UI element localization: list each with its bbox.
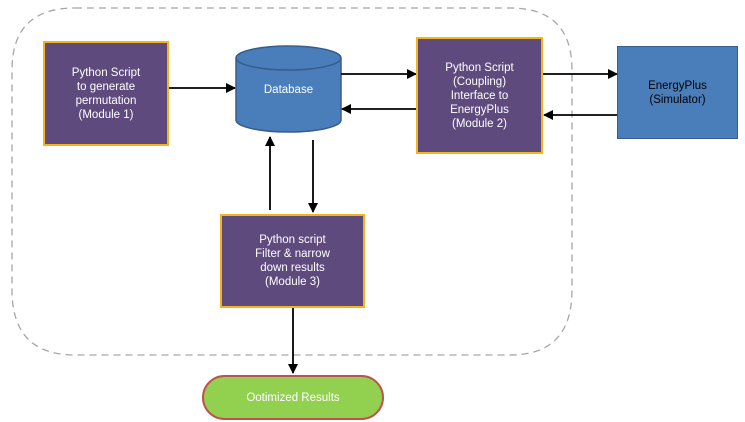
module1-line-2: to generate — [76, 80, 136, 93]
database-cylinder — [235, 45, 342, 133]
module3-line-2: Filter & narrow — [255, 248, 330, 260]
module1-line-4: (Module 1) — [78, 108, 134, 121]
module1-box: Python Script to generate permutation (M… — [43, 41, 169, 146]
module2-line-3: Interface to — [450, 89, 509, 102]
module2-box: Python Script (Coupling) Interface to En… — [416, 37, 543, 154]
module3-line-3: down results — [260, 262, 325, 274]
module2-line-2: (Coupling) — [452, 75, 507, 88]
module3-line-1: Python script — [259, 234, 326, 246]
module2-line-4: EnergyPlus — [450, 103, 509, 116]
energyplus-simulator-box: EnergyPlus (Simulator) — [617, 46, 738, 139]
system-boundary — [11, 7, 573, 356]
database-label: Database — [263, 84, 314, 96]
optimized-results-terminator: Ootimized Results — [202, 375, 384, 420]
module3-line-4: (Module 3) — [265, 276, 320, 288]
module3-box: Python script Filter & narrow down resul… — [220, 214, 365, 308]
module1-line-3: permutation — [75, 94, 137, 107]
simulator-line-1: EnergyPlus — [648, 79, 707, 92]
module2-line-5: (Module 2) — [452, 117, 507, 130]
module1-line-1: Python Script — [71, 66, 141, 79]
simulator-line-2: (Simulator) — [649, 93, 706, 106]
result-label: Ootimized Results — [246, 391, 340, 404]
module2-line-1: Python Script — [445, 61, 514, 74]
